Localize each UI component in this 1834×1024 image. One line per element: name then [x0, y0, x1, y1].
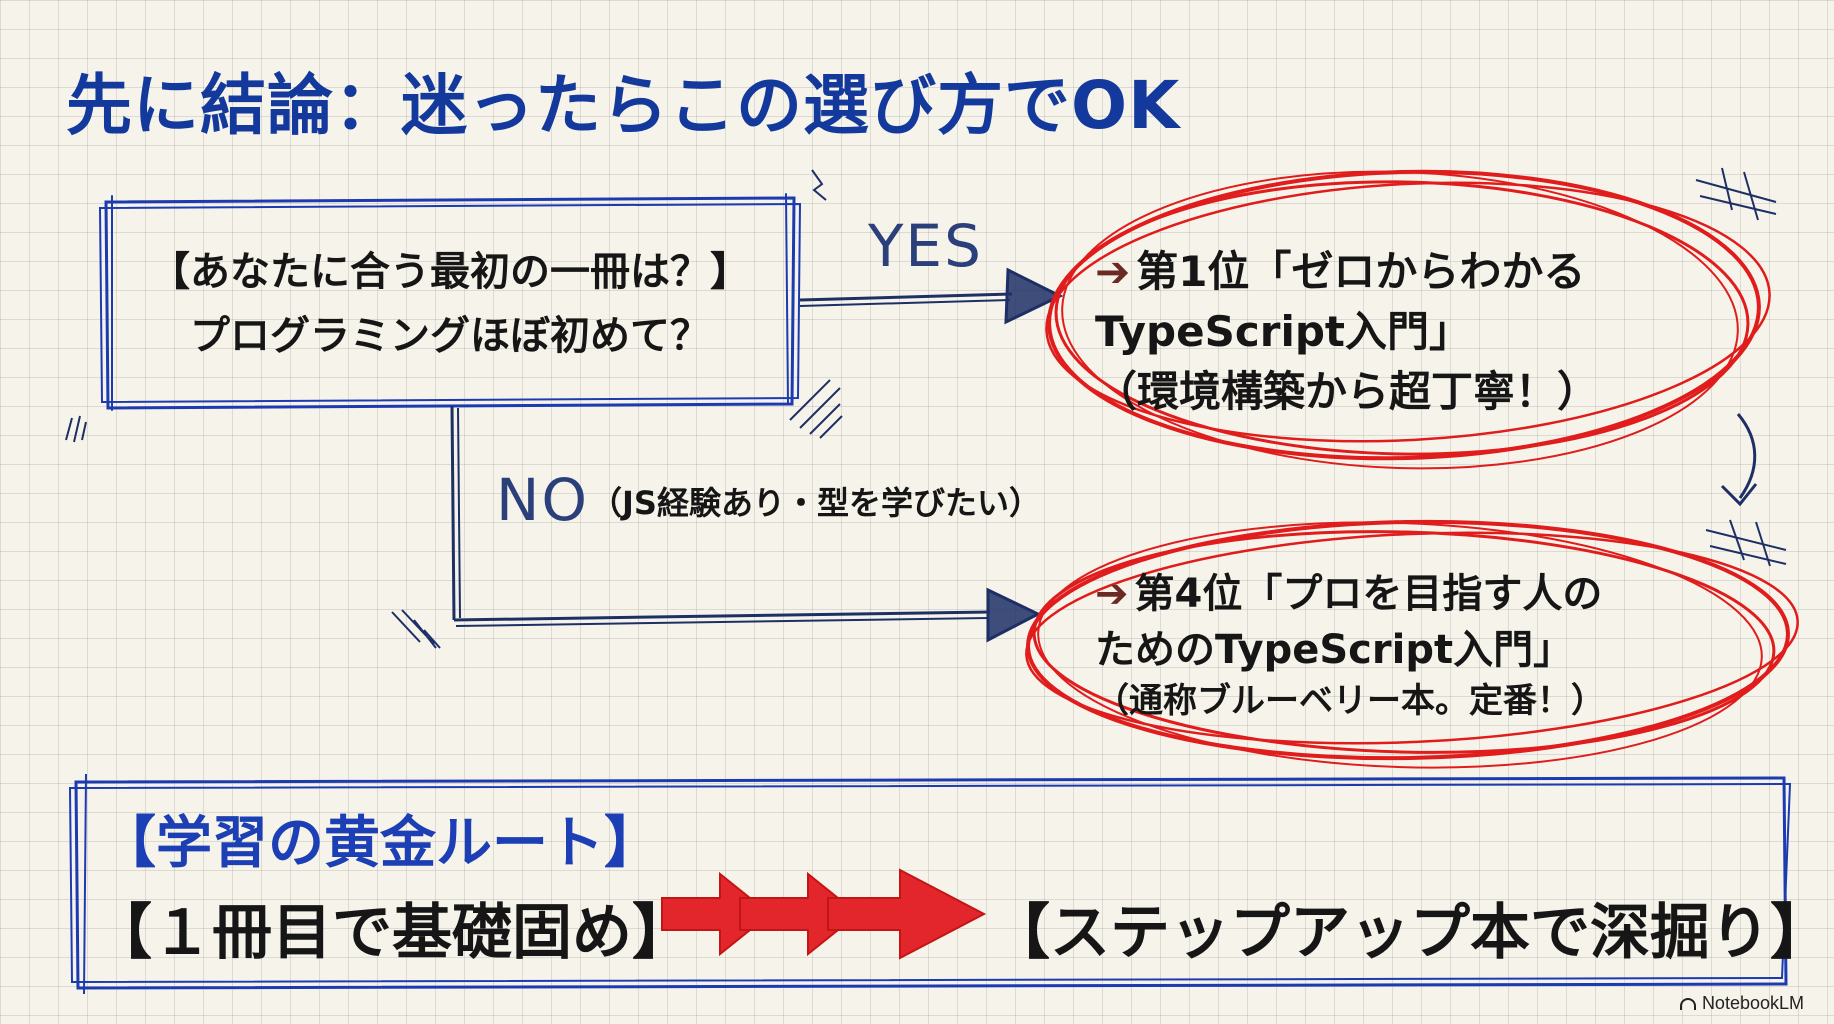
- rank4-line-2: ためのTypeScript入門」: [1095, 627, 1574, 673]
- golden-route-box: [68, 773, 1792, 995]
- rank4-line-1: 第4位「プロを目指す人の: [1134, 571, 1603, 617]
- rank1-result: ➔第1位「ゼロからわかる TypeScript入門」 （環境構築から超丁寧！）: [1095, 242, 1599, 422]
- no-label: NO: [496, 466, 590, 534]
- no-arrow: [450, 405, 1042, 643]
- rank4-circle: [1025, 519, 1799, 769]
- rank4-result: ➔第4位「プロを目指す人の ためのTypeScript入門」 （通称ブルーベリー…: [1095, 566, 1605, 724]
- sketch-flourish: [65, 169, 843, 649]
- arrow-right-icon: ➔: [1095, 247, 1131, 296]
- question-box: [98, 193, 802, 411]
- question-text: 【あなたに合う最初の一冊は？】 プログラミングほぼ初めて？: [110, 240, 790, 368]
- no-note: （JS経験あり・型を学びたい）: [590, 484, 1041, 522]
- question-line-1: 【あなたに合う最初の一冊は？】: [150, 249, 750, 295]
- arrow-right-icon: ➔: [1095, 571, 1129, 617]
- rank1-circle: [1045, 169, 1771, 470]
- brand-name: NotebookLM: [1701, 993, 1804, 1013]
- curved-arrow: [1720, 413, 1758, 507]
- rank1-line-1: 第1位「ゼロからわかる: [1136, 247, 1586, 296]
- yes-arrow: [799, 267, 1064, 325]
- rank1-line-3: （環境構築から超丁寧！）: [1095, 367, 1600, 416]
- brand-mark: NotebookLM: [1679, 993, 1804, 1014]
- rank1-line-2: TypeScript入門」: [1095, 307, 1471, 356]
- hatch-marks: [1695, 167, 1787, 567]
- rank4-line-3: （通称ブルーベリー本。定番！）: [1095, 681, 1605, 721]
- golden-route-step-2: 【ステップアップ本で深掘り】: [990, 898, 1830, 968]
- notebooklm-logo-icon: [1679, 997, 1696, 1010]
- page-title: 先に結論：迷ったらこの選び方でOK: [66, 67, 1181, 144]
- golden-route-heading: 【学習の黄金ルート】: [100, 811, 660, 876]
- yes-label: YES: [868, 212, 983, 280]
- question-line-2: プログラミングほぼ初めて？: [190, 313, 710, 359]
- route-arrow: [661, 868, 987, 960]
- golden-route-step-1: 【１冊目で基礎固め】: [92, 898, 692, 968]
